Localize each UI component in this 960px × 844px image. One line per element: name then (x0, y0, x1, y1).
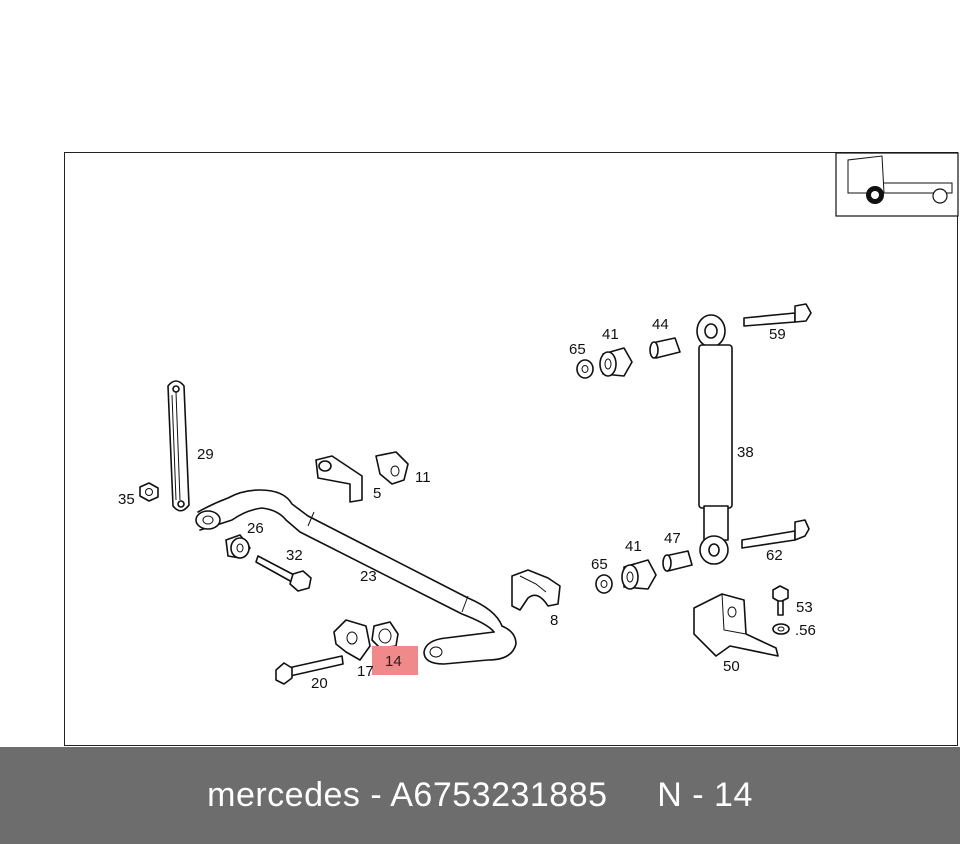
callout-17: 17 (357, 663, 374, 680)
bolt-32 (255, 555, 312, 592)
bolt-62 (741, 519, 810, 549)
callout-53: 53 (796, 599, 813, 616)
callout-50: 50 (723, 658, 740, 675)
callout-32: 32 (286, 547, 303, 564)
callout-5: 5 (373, 485, 381, 502)
bracket-50 (693, 593, 779, 657)
brand-name: mercedes (207, 776, 361, 814)
callout-41-lower: 41 (625, 538, 642, 555)
highlight-box-14 (372, 646, 418, 675)
upper-mount-hardware (576, 337, 681, 379)
caption-separator: - (360, 776, 391, 814)
callout-8: 8 (550, 612, 558, 629)
bracket-8 (511, 569, 561, 611)
stabilizer-bar-23 (195, 489, 517, 665)
washer-56 (772, 623, 790, 635)
callout-59: 59 (769, 326, 786, 343)
callout-47: 47 (664, 530, 681, 547)
clamp-17 (333, 619, 371, 661)
bushing-14-highlighted (371, 621, 399, 649)
nut-35 (139, 482, 159, 502)
callout-56: .56 (795, 622, 816, 639)
callout-65-upper: 65 (569, 341, 586, 358)
callout-26: 26 (247, 520, 264, 537)
bolt-53 (772, 585, 789, 616)
callout-44: 44 (652, 316, 669, 333)
parts-diagram: 65 41 44 59 29 35 11 5 38 26 32 23 65 41… (118, 152, 959, 692)
callout-20: 20 (311, 675, 328, 692)
callout-29: 29 (197, 446, 214, 463)
lower-mount-hardware (595, 550, 693, 594)
part-caption: mercedes - A6753231885 N - 14 (207, 776, 753, 815)
diagram-frame (64, 152, 958, 746)
bolt-59 (743, 303, 812, 327)
callout-62: 62 (766, 547, 783, 564)
shock-absorber-part (696, 314, 733, 565)
callout-11: 11 (415, 469, 431, 486)
clamp-11 (375, 451, 409, 485)
footer-bar: mercedes - A6753231885 N - 14 (0, 747, 960, 844)
callout-65-lower: 65 (591, 556, 608, 573)
part-number: A6753231885 (390, 776, 608, 814)
callout-35: 35 (118, 491, 135, 508)
diagram-position: N - 14 (657, 776, 753, 814)
bracket-5 (315, 455, 363, 503)
bolt-20 (275, 655, 344, 685)
callout-14: 14 (385, 653, 402, 670)
callout-38: 38 (737, 444, 754, 461)
link-rod-29 (167, 380, 190, 512)
callout-41-upper: 41 (602, 326, 619, 343)
bushing-26 (225, 534, 251, 559)
caption-gap (608, 776, 658, 814)
callout-23: 23 (360, 568, 377, 585)
truck-position-icon (835, 152, 959, 217)
